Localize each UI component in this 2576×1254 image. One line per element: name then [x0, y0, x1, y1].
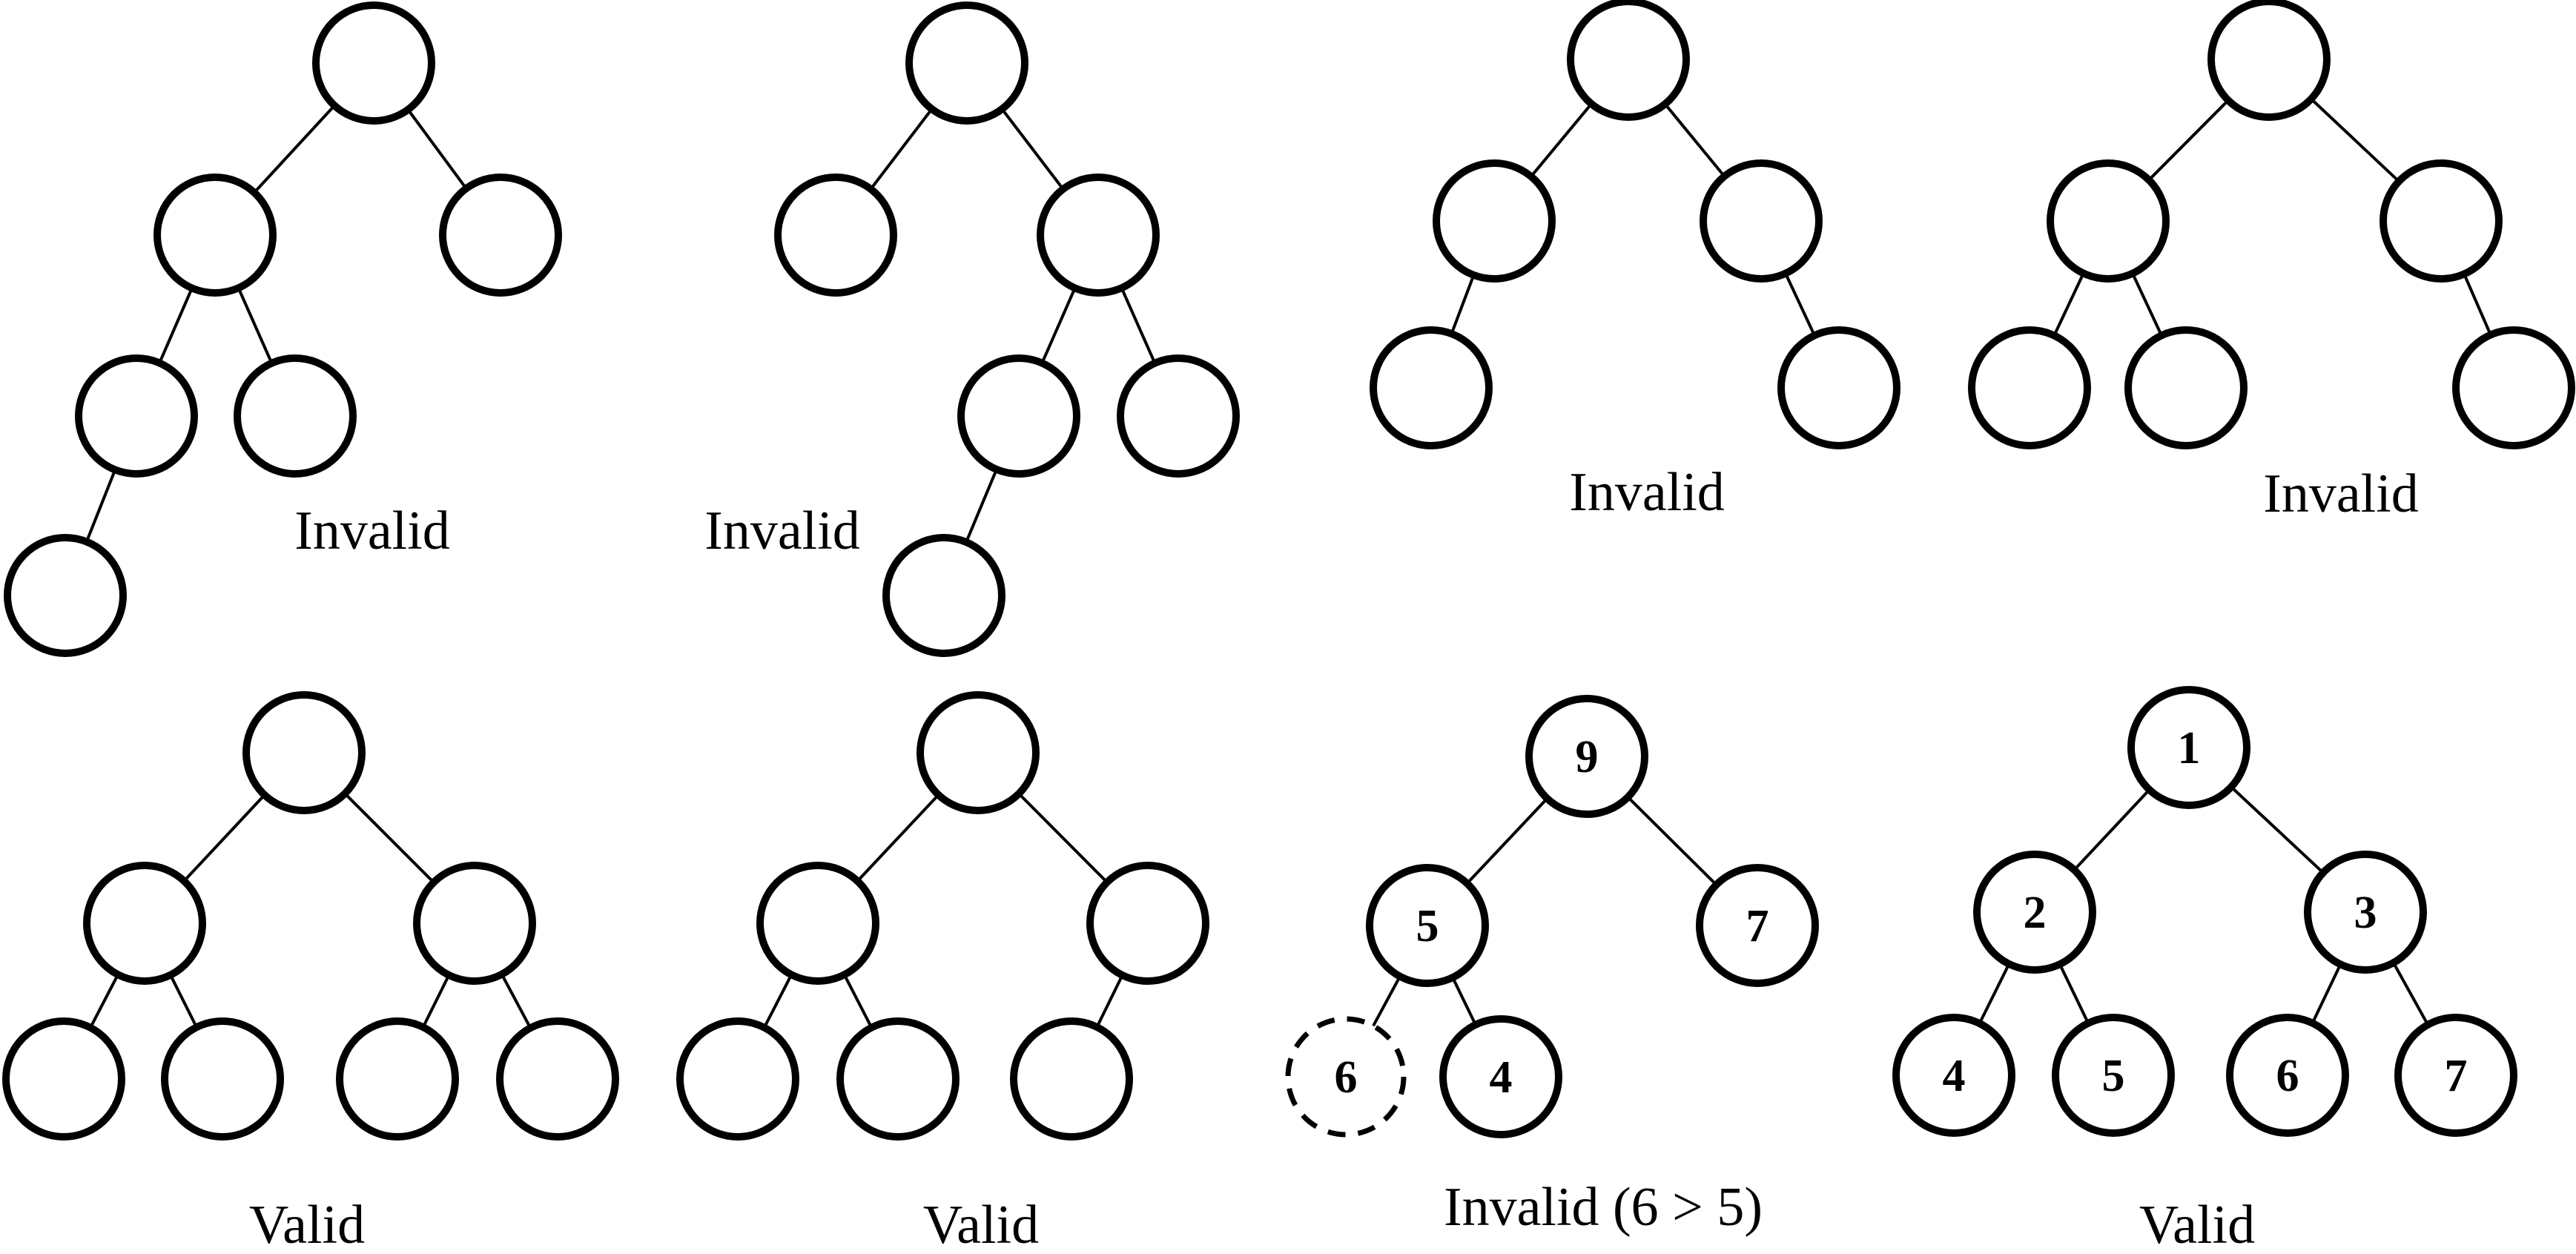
- tree-valid-complete: Valid: [676, 691, 1209, 1254]
- tree-invalid-left-skewed: Invalid: [4, 1, 562, 657]
- tree-node-circle: [1567, 0, 1690, 121]
- tree-node-circle: [2, 1017, 125, 1141]
- tree-node-circle: [1439, 1015, 1562, 1138]
- tree-validity-label: Valid: [923, 1195, 1039, 1254]
- tree-node-circle: [4, 534, 127, 657]
- tree-node-circle: [1892, 1014, 2015, 1137]
- tree-node-circle: [2124, 326, 2248, 449]
- node-value: 6: [2276, 1051, 2299, 1101]
- tree-node-circle: [1433, 159, 1556, 283]
- tree-valid-perfect: Valid: [2, 691, 619, 1254]
- tree-node-circle: [1973, 851, 2096, 974]
- tree-node-circle: [161, 1017, 284, 1141]
- tree-validity-label: Invalid (6 > 5): [1444, 1177, 1763, 1238]
- tree-node-circle: [836, 1017, 960, 1141]
- tree-invalid-right-child-not-leftmost: Invalid: [1968, 0, 2575, 524]
- tree-node-circle: [774, 174, 897, 297]
- tree-node-circle: [1700, 159, 1823, 283]
- tree-node-circle: [905, 1, 1028, 125]
- tree-node-circle: [1086, 862, 1209, 985]
- node-value: 1: [2178, 723, 2201, 773]
- tree-validity-label: Invalid: [2263, 463, 2419, 524]
- node-value: 6: [1335, 1052, 1358, 1103]
- node-value: 5: [1416, 901, 1439, 951]
- tree-validity-label: Invalid: [704, 501, 860, 561]
- node-value: 4: [1943, 1051, 1966, 1101]
- tree-validity-label: Invalid: [294, 501, 450, 561]
- tree-node-circle: [1968, 326, 2091, 449]
- tree-node-circle: [336, 1017, 459, 1141]
- tree-node-circle: [234, 354, 357, 478]
- tree-invalid-gap-in-level: Invalid: [1370, 0, 1900, 523]
- tree-node-circle: [2394, 1014, 2517, 1137]
- tree-node-circle: [917, 691, 1040, 814]
- tree-node-circle: [1777, 326, 1900, 449]
- tree-validity-label: Valid: [249, 1195, 365, 1254]
- tree-node-circle: [1525, 695, 1648, 818]
- tree-node-circle: [413, 862, 536, 985]
- tree-node-circle: [756, 862, 879, 985]
- tree-node-circle: [2452, 326, 2575, 449]
- tree-validity-label: Invalid: [1569, 462, 1725, 523]
- tree-node-circle: [2226, 1014, 2349, 1137]
- node-value: 4: [1490, 1052, 1513, 1103]
- tree-node-circle: [312, 1, 435, 125]
- tree-node-circle: [882, 534, 1005, 657]
- tree-node-circle: [2047, 159, 2170, 283]
- tree-invalid-right-subtree-deep: Invalid: [704, 1, 1240, 657]
- tree-node-circle: [75, 354, 198, 478]
- tree-node-circle: [2127, 686, 2250, 809]
- tree-node-circle: [957, 354, 1080, 478]
- tree-node-circle: [2380, 159, 2503, 283]
- node-value: 3: [2354, 888, 2377, 938]
- tree-node-circle: [496, 1017, 619, 1141]
- tree-validity-label: Valid: [2139, 1195, 2255, 1254]
- tree-node-circle: [1370, 326, 1493, 449]
- tree-node-circle: [439, 174, 562, 297]
- node-value: 2: [2024, 888, 2047, 938]
- tree-node-circle: [1117, 354, 1240, 478]
- tree-node-circle: [242, 691, 366, 814]
- tree-node-circle: [1010, 1017, 1133, 1141]
- tree-node-circle: [1696, 864, 1819, 987]
- node-value: 7: [1746, 901, 1769, 951]
- tree-node-circle: [153, 174, 277, 297]
- node-value: 9: [1576, 732, 1599, 782]
- node-value: 7: [2445, 1051, 2468, 1101]
- tree-node-circle: [83, 862, 206, 985]
- tree-node-circle-dashed: [1285, 1016, 1407, 1138]
- tree-node-circle: [2304, 851, 2427, 974]
- tree-node-circle: [1366, 864, 1489, 987]
- tree-node-circle: [1037, 174, 1160, 297]
- tree-node-circle: [2052, 1014, 2175, 1137]
- node-value: 5: [2102, 1051, 2125, 1101]
- tree-node-circle: [2207, 0, 2331, 121]
- tree-node-circle: [676, 1017, 799, 1141]
